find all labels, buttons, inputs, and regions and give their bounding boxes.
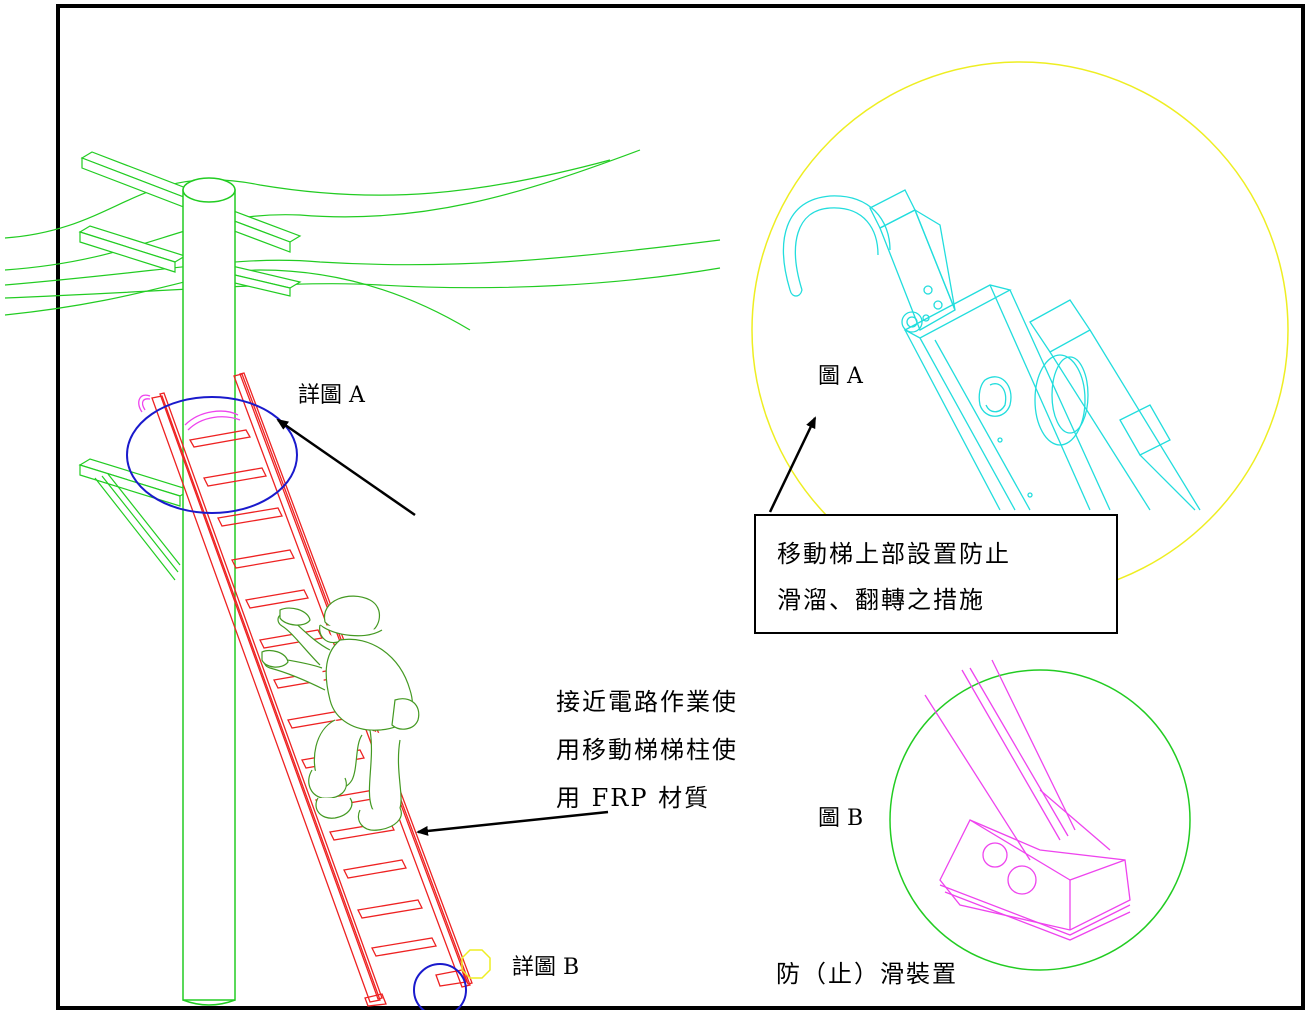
callout-text-line2: 滑溜、翻轉之措施	[777, 586, 985, 614]
detail-b-circle	[889, 669, 1191, 971]
utility-pole	[182, 177, 236, 1006]
frp-note-line2: 用移動梯梯柱使	[556, 736, 738, 764]
detail-b-small-octagon	[461, 949, 491, 979]
frp-note-line3: 用 FRP 材質	[556, 784, 710, 812]
detail-a-ladder-top-drawing	[782, 189, 1201, 511]
detail-b-marker-circle	[413, 963, 467, 1015]
callout-text-line1: 移動梯上部設置防止	[777, 540, 1011, 568]
cross-arm-braces	[94, 473, 181, 581]
arrow-to-fig-a	[768, 416, 817, 513]
label-fig-a: 圖 A	[818, 364, 864, 389]
frp-note-line1: 接近電路作業使	[556, 688, 738, 716]
detail-a-marker-circle	[126, 396, 298, 514]
arrow-to-detail-a	[276, 418, 416, 517]
callout-box	[754, 514, 1118, 634]
label-anti-slip-device: 防（止）滑裝置	[776, 960, 958, 988]
arrow-to-ladder-rail	[416, 810, 609, 836]
drawing-frame	[56, 4, 1305, 1010]
detail-b-ladder-foot-drawing	[924, 659, 1131, 941]
label-fig-b: 圖 B	[818, 806, 863, 831]
ladder-top-hook	[138, 394, 241, 431]
lineman-worker	[261, 595, 420, 831]
label-detail-b: 詳圖 B	[512, 955, 579, 980]
label-detail-a: 詳圖 A	[298, 383, 366, 408]
